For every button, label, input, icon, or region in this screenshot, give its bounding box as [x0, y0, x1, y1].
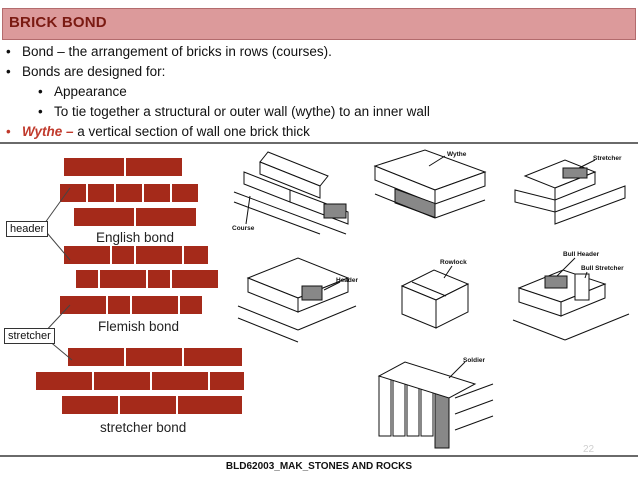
stretcher-callout: stretcher	[4, 328, 55, 344]
wythe-label: Wythe	[447, 151, 467, 158]
bullet-glyph: •	[38, 104, 43, 119]
section-divider	[0, 142, 638, 144]
stretcher-brick	[120, 396, 176, 414]
stretcher-brick	[184, 348, 242, 366]
bullet-glyph: •	[6, 64, 11, 79]
stretcher-brick	[126, 158, 182, 176]
stretcher-brick	[100, 270, 146, 288]
header-brick	[108, 296, 130, 314]
stretcher-brick	[36, 372, 92, 390]
rowlock-diagram: Rowlock	[400, 259, 470, 329]
header-brick	[172, 184, 198, 202]
bond-patterns-figure	[36, 158, 244, 414]
stretcher-brick	[62, 396, 118, 414]
wythe-bullet-content: Wythe – a vertical section of wall one b…	[22, 124, 310, 139]
bullet-text: Bond – the arrangement of bricks in rows…	[22, 44, 332, 59]
stretcher-brick	[74, 208, 134, 226]
english-bond-label: English bond	[96, 230, 175, 245]
bullet-glyph: •	[38, 84, 43, 99]
wythe-term: Wythe –	[22, 124, 74, 139]
header-brick	[60, 184, 86, 202]
stretcher-brick	[132, 296, 178, 314]
header-brick	[144, 184, 170, 202]
stretcher-brick	[152, 372, 208, 390]
flemish-bond-label: Flemish bond	[98, 319, 180, 334]
header-brick	[88, 184, 114, 202]
wythe-diagram: Wythe	[373, 149, 487, 219]
stretcher-brick	[136, 208, 196, 226]
soldier-diagram: Soldier	[377, 357, 494, 449]
footer-divider	[0, 455, 638, 457]
header-brick	[180, 296, 202, 314]
page-number: 22	[583, 444, 595, 455]
stretcher-brick	[60, 296, 106, 314]
stretcher-brick	[178, 396, 242, 414]
stretcher-brick	[172, 270, 218, 288]
bullet-text: Appearance	[54, 84, 127, 99]
footer-text: BLD62003_MAK_STONES AND ROCKS	[225, 461, 413, 472]
bull-header-diagram: Bull Header Bull Stretcher	[512, 251, 630, 341]
stretcher-brick	[64, 246, 110, 264]
header-label: Header	[336, 277, 359, 284]
course-diagram: Course	[232, 151, 349, 235]
header-brick	[184, 246, 208, 264]
stretcher-diagram: Stretcher	[514, 155, 626, 225]
soldier-label: Soldier	[463, 357, 486, 364]
header-callout: header	[6, 221, 49, 237]
header-brick	[112, 246, 134, 264]
header-brick	[116, 184, 142, 202]
stretcher-brick	[64, 158, 124, 176]
wythe-definition: a vertical section of wall one brick thi…	[73, 124, 310, 139]
bullet-text: Bonds are designed for:	[22, 64, 166, 79]
stretcher-brick	[136, 246, 182, 264]
stretcher-label: Stretcher	[593, 155, 622, 162]
header-brick	[76, 270, 98, 288]
bullet-glyph: •	[6, 44, 11, 59]
stretcher-brick	[210, 372, 244, 390]
bull-header-label: Bull Header	[563, 251, 600, 258]
stretcher-brick	[94, 372, 150, 390]
header-diagram: Header	[237, 257, 359, 343]
bull-stretcher-label: Bull Stretcher	[581, 265, 624, 272]
rowlock-label: Rowlock	[440, 259, 467, 266]
brick-group	[36, 158, 244, 414]
bullet-text: To tie together a structural or outer wa…	[54, 104, 430, 119]
slide-title: BRICK BOND	[9, 14, 107, 31]
stretcher-brick	[68, 348, 124, 366]
slide-title-bar: BRICK BOND	[2, 8, 636, 40]
stretcher-bond-label: stretcher bond	[100, 420, 187, 435]
course-label: Course	[232, 225, 255, 232]
stretcher-brick	[126, 348, 182, 366]
header-brick	[148, 270, 170, 288]
bullet-glyph: •	[6, 124, 11, 139]
